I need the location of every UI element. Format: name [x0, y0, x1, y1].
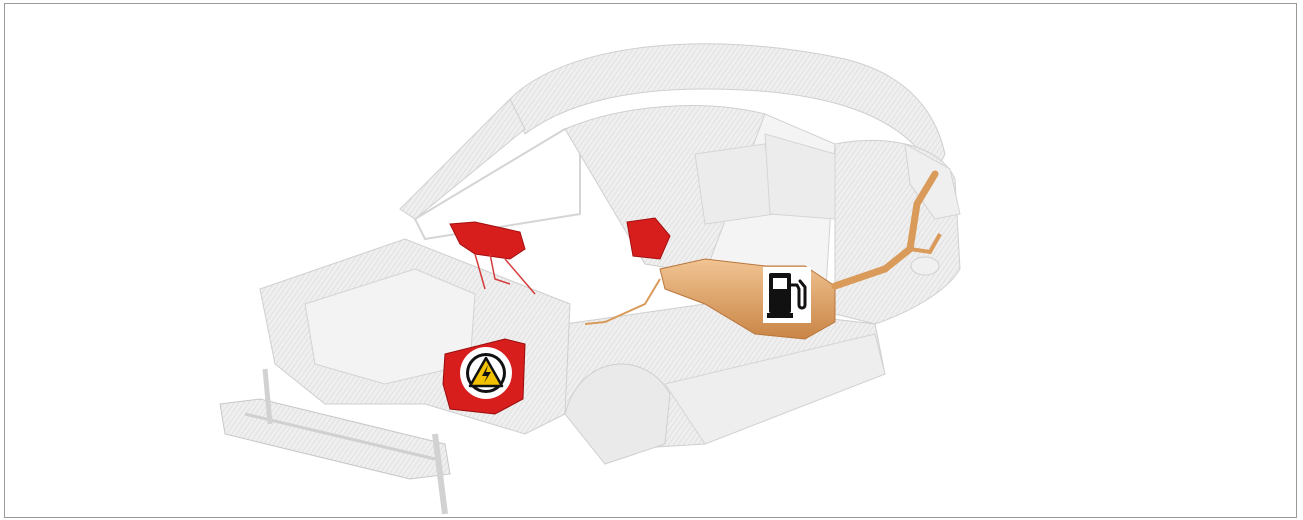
fuel-pump-glyph [767, 273, 807, 318]
fuel-pump-icon [763, 267, 811, 323]
high-voltage-warning-icon [460, 347, 512, 399]
diagram-frame [4, 3, 1297, 518]
high-voltage-glyph [466, 353, 506, 393]
dashboard-module [449, 221, 536, 295]
b-pillar-module [626, 217, 671, 260]
vehicle-body-illustration [219, 43, 961, 515]
fuel-filler-pipe [584, 170, 942, 325]
